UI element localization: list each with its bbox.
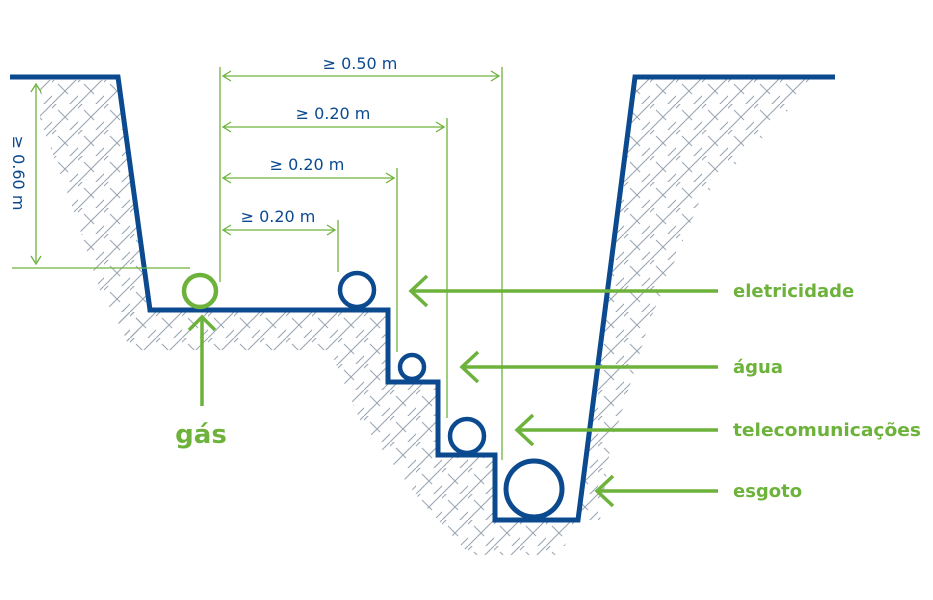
telecom-pipe-icon bbox=[447, 416, 487, 456]
sewer-arrow-head-icon bbox=[594, 474, 615, 508]
soil-bottom bbox=[115, 310, 578, 555]
telecom-spacing-arrow-left bbox=[221, 121, 232, 133]
sewer-label: esgoto bbox=[733, 481, 802, 502]
water-spacing-arrow-right bbox=[385, 172, 396, 184]
trench-outline bbox=[10, 74, 835, 523]
electric-spacing-arrow-right bbox=[326, 224, 337, 236]
water-spacing-arrow-left bbox=[221, 172, 232, 184]
soil-left-bank bbox=[40, 80, 150, 345]
depth-dimension-label: ≥ 0.60 m bbox=[9, 136, 28, 211]
soil-hatching bbox=[40, 78, 815, 555]
telecom-arrow-head-icon bbox=[514, 413, 535, 447]
pointer-arrows bbox=[187, 274, 718, 508]
telecom-label: telecomunicações bbox=[733, 420, 921, 441]
water-spacing-label: ≥ 0.20 m bbox=[270, 155, 345, 174]
water-arrow-head-icon bbox=[459, 350, 480, 384]
telecom-spacing-label: ≥ 0.20 m bbox=[296, 104, 371, 123]
electric-spacing-arrow-left bbox=[221, 224, 232, 236]
gas-label: gás bbox=[175, 420, 227, 450]
sewer-spacing-arrow-left bbox=[221, 70, 232, 82]
sewer-spacing-arrow-right bbox=[490, 70, 501, 82]
depth-arrow-top bbox=[30, 82, 42, 93]
electricity-pipe-icon bbox=[337, 270, 377, 310]
electric-spacing-label: ≥ 0.20 m bbox=[241, 207, 316, 226]
water-pipe-icon bbox=[397, 352, 427, 382]
soil-right-bank bbox=[578, 78, 815, 520]
sewer-spacing-label: ≥ 0.50 m bbox=[323, 54, 398, 73]
electricity-arrow-head-icon bbox=[408, 274, 429, 308]
gas-arrow-head-icon bbox=[187, 314, 217, 332]
electricity-label: eletricidade bbox=[733, 281, 854, 302]
dimension-lines bbox=[12, 67, 503, 460]
telecom-spacing-arrow-right bbox=[435, 121, 446, 133]
water-label: água bbox=[733, 357, 783, 378]
depth-arrow-bottom bbox=[30, 255, 42, 266]
gas-pipe-icon bbox=[181, 272, 219, 310]
sewer-pipe-icon bbox=[503, 458, 565, 520]
